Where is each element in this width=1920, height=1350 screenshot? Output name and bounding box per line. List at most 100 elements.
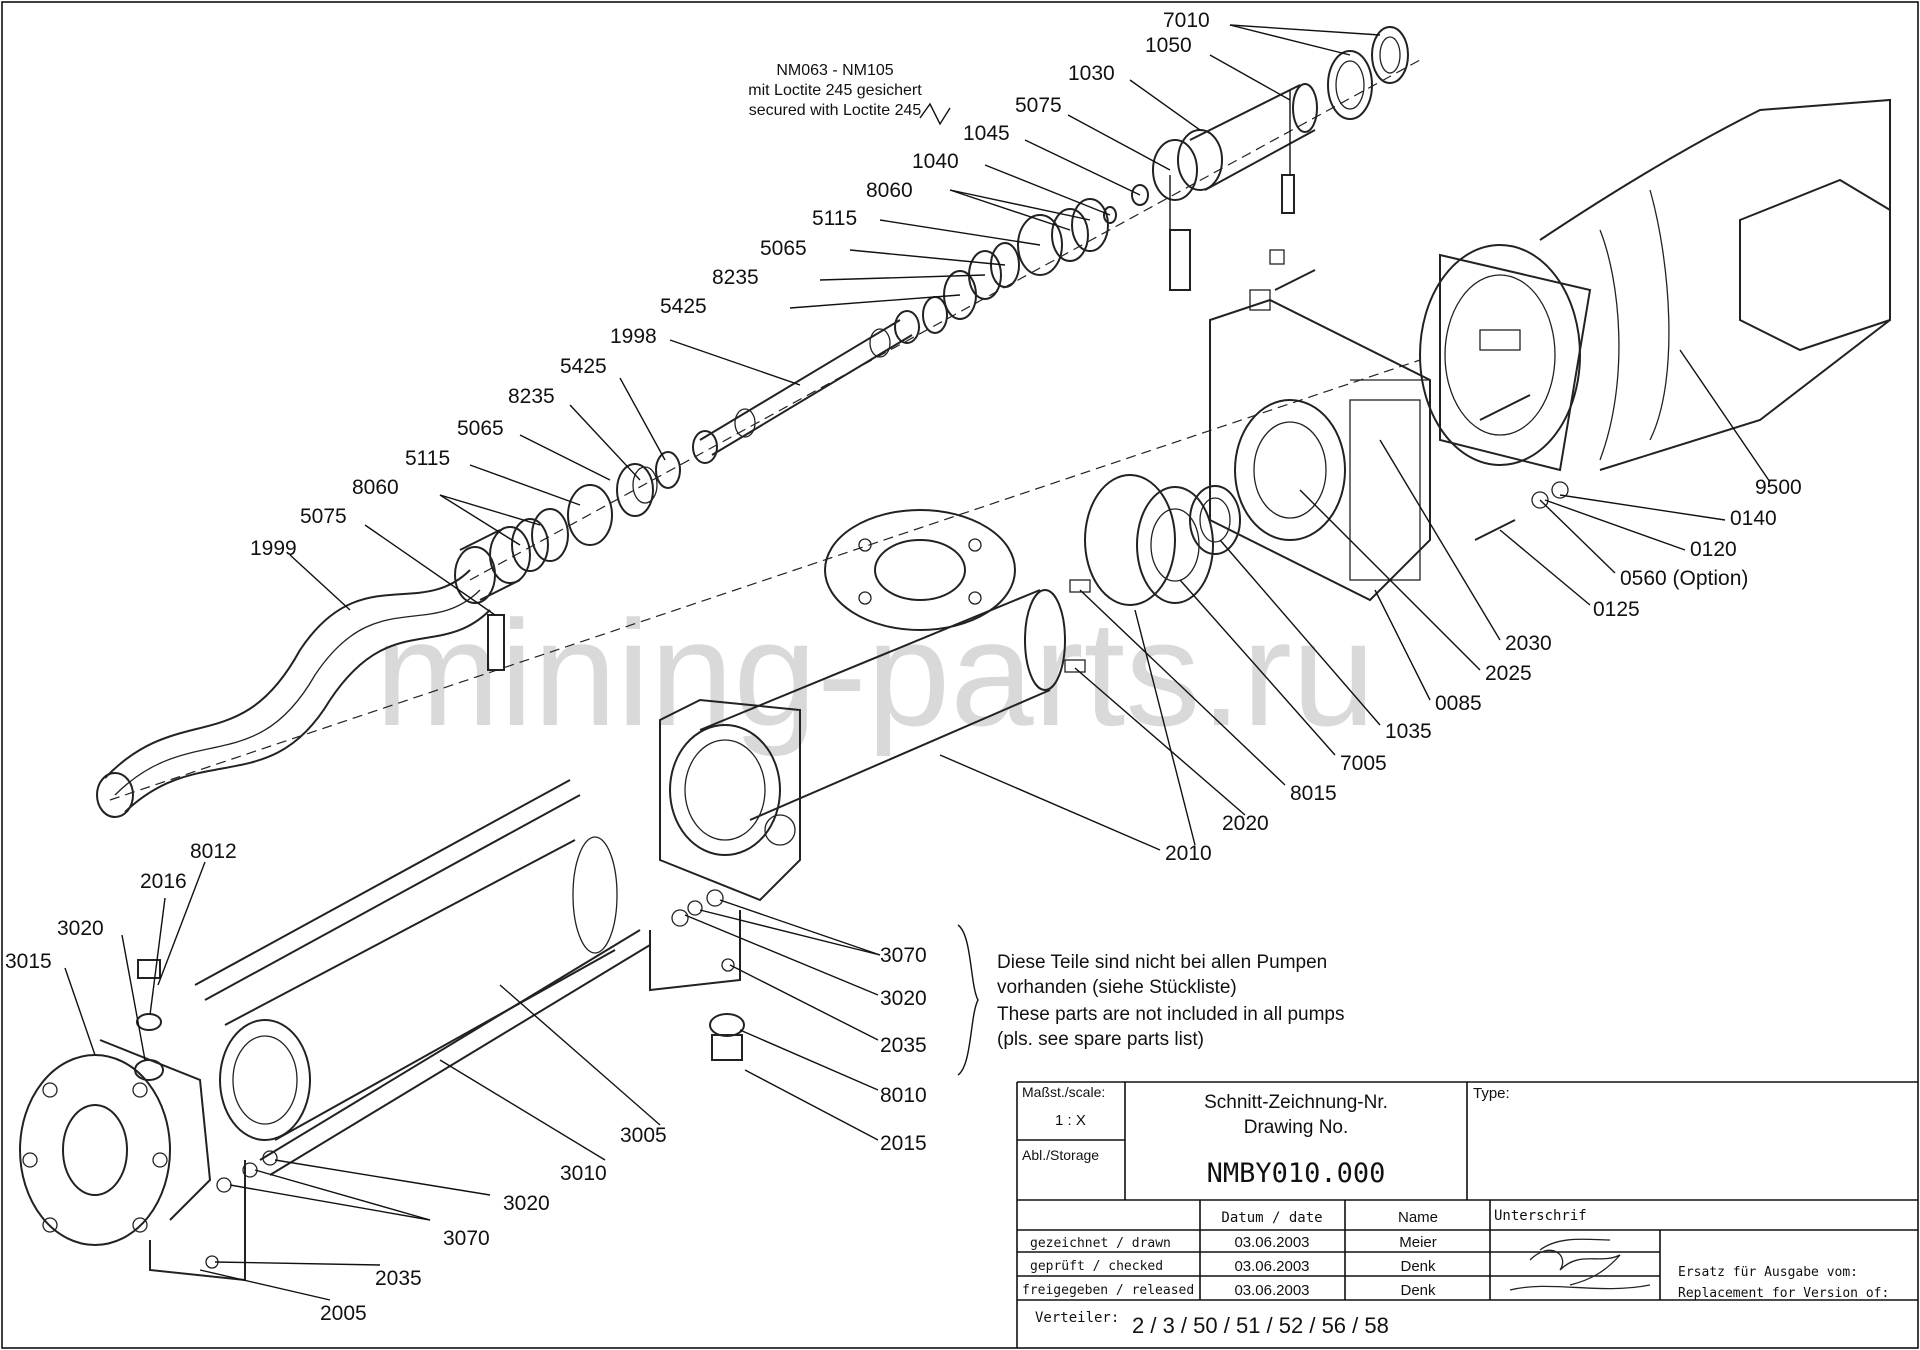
part-label: 8235: [508, 385, 555, 408]
part-label: 8010: [880, 1084, 927, 1107]
part-label: 3020: [57, 917, 104, 940]
part-label: 5075: [1015, 94, 1062, 117]
date-column-header: Datum / date: [1221, 1210, 1322, 1226]
loctite-note: NM063 - NM105 mit Loctite 245 gesichert …: [748, 62, 922, 119]
type-label: Type:: [1473, 1085, 1510, 1102]
part-label: 2020: [1222, 812, 1269, 835]
row-label-drawn: gezeichnet / drawn: [1030, 1236, 1171, 1251]
part-label: 5065: [760, 237, 807, 260]
optional-parts-note: Diese Teile sind nicht bei allen Pumpen …: [997, 952, 1344, 1050]
part-label: 2035: [375, 1267, 422, 1290]
note-line: mit Loctite 245 gesichert: [748, 82, 922, 99]
part-labels: 7010 1050 1030 5075 1045 1040 8060 5115 …: [5, 9, 1802, 1325]
drive-shaft: [1152, 83, 1318, 291]
row-name-released: Denk: [1400, 1282, 1436, 1299]
scale-label: Maßst./scale:: [1022, 1084, 1105, 1100]
watermark: mining-parts.ru: [375, 589, 1375, 757]
joint-parts-upper: [922, 184, 1149, 334]
note-line: (pls. see spare parts list): [997, 1029, 1204, 1050]
row-name-drawn: Meier: [1399, 1234, 1437, 1251]
part-label: 3020: [503, 1192, 550, 1215]
part-label: 2005: [320, 1302, 367, 1325]
center-axis-upper: [469, 59, 1421, 581]
part-label: 0085: [1435, 692, 1482, 715]
replacement-label-en: Replacement for Version of:: [1678, 1286, 1889, 1301]
part-label: 8235: [712, 266, 759, 289]
suction-housing-2010: [659, 509, 1066, 902]
plug-8010: [709, 1013, 745, 1061]
distribution-value: 2 / 3 / 50 / 51 / 52 / 56 / 58: [1132, 1313, 1389, 1338]
part-label: 2015: [880, 1132, 927, 1155]
part-label: 1040: [912, 150, 959, 173]
part-label: 7010: [1163, 9, 1210, 32]
shaft-seal-2020: [1064, 474, 1241, 673]
part-label: 3005: [620, 1124, 667, 1147]
part-label: 5115: [405, 447, 450, 470]
part-label: 1999: [250, 537, 297, 560]
part-label: 5065: [457, 417, 504, 440]
lantern-housing-0085: [1209, 249, 1431, 602]
part-label: 2016: [140, 870, 187, 893]
drawing-number: NMBY010.000: [1207, 1158, 1386, 1189]
row-name-checked: Denk: [1400, 1258, 1436, 1275]
foot-bracket-upper: [649, 889, 741, 992]
part-label: 2010: [1165, 842, 1212, 865]
part-label: 1030: [1068, 62, 1115, 85]
fasteners-0120-0125: [1274, 269, 1569, 541]
part-label: 0125: [1593, 598, 1640, 621]
signature-scribble: [1509, 1238, 1651, 1291]
part-label: 5115: [812, 207, 857, 230]
part-label: 9500: [1755, 476, 1802, 499]
part-label: 1050: [1145, 34, 1192, 57]
row-label-released: freigegeben / released: [1022, 1283, 1194, 1298]
row-label-checked: geprüft / checked: [1030, 1259, 1163, 1274]
gear-motor-9500: [1419, 98, 1891, 472]
part-label: 1045: [963, 122, 1010, 145]
note-line: NM063 - NM105: [776, 62, 893, 79]
replacement-label-de: Ersatz für Ausgabe vom:: [1678, 1265, 1858, 1280]
coupling-rod-1998: [692, 310, 920, 464]
name-column-header: Name: [1398, 1209, 1438, 1226]
part-label: 3015: [5, 950, 52, 973]
leader-lines: [64, 24, 1771, 1301]
part-label: 5425: [560, 355, 607, 378]
part-label: 2025: [1485, 662, 1532, 685]
signature-column-header: Unterschrif: [1494, 1208, 1587, 1224]
part-label: 0140: [1730, 507, 1777, 530]
part-label: 7005: [1340, 752, 1387, 775]
part-label: 0560 (Option): [1620, 567, 1748, 590]
drawing-no-title-de: Schnitt-Zeichnung-Nr.: [1204, 1092, 1388, 1113]
joint-parts-lower: [454, 451, 681, 671]
part-label: 2035: [880, 1034, 927, 1057]
part-label: 0120: [1690, 538, 1737, 561]
shaft-seals-7010: [1327, 26, 1409, 120]
part-label: 8015: [1290, 782, 1337, 805]
stator-3005: [219, 836, 618, 1141]
row-date-checked: 03.06.2003: [1234, 1258, 1309, 1275]
row-date-drawn: 03.06.2003: [1234, 1234, 1309, 1251]
tie-bolts-3010: [194, 779, 651, 1176]
part-label: 3020: [880, 987, 927, 1010]
pressure-branch-3015: [19, 959, 212, 1246]
part-label: 1998: [610, 325, 657, 348]
title-block: Maßst./scale: 1 : X Abl./Storage Schnitt…: [1016, 1081, 1918, 1348]
scale-value: 1 : X: [1055, 1112, 1086, 1129]
note-line: secured with Loctite 245: [749, 102, 922, 119]
row-date-released: 03.06.2003: [1234, 1282, 1309, 1299]
part-label: 3010: [560, 1162, 607, 1185]
rotor-1999: [96, 569, 491, 818]
part-label: 8012: [190, 840, 237, 863]
part-label: 3070: [443, 1227, 490, 1250]
part-label: 5075: [300, 505, 347, 528]
center-axis-lower: [109, 359, 1421, 801]
distribution-label: Verteiler:: [1035, 1310, 1119, 1326]
storage-label: Abl./Storage: [1022, 1147, 1099, 1163]
note-line: These parts are not included in all pump…: [997, 1004, 1344, 1025]
part-label: 8060: [352, 476, 399, 499]
part-label: 8060: [866, 179, 913, 202]
drawing-no-title-en: Drawing No.: [1244, 1117, 1349, 1138]
part-label: 2030: [1505, 632, 1552, 655]
part-label: 1035: [1385, 720, 1432, 743]
